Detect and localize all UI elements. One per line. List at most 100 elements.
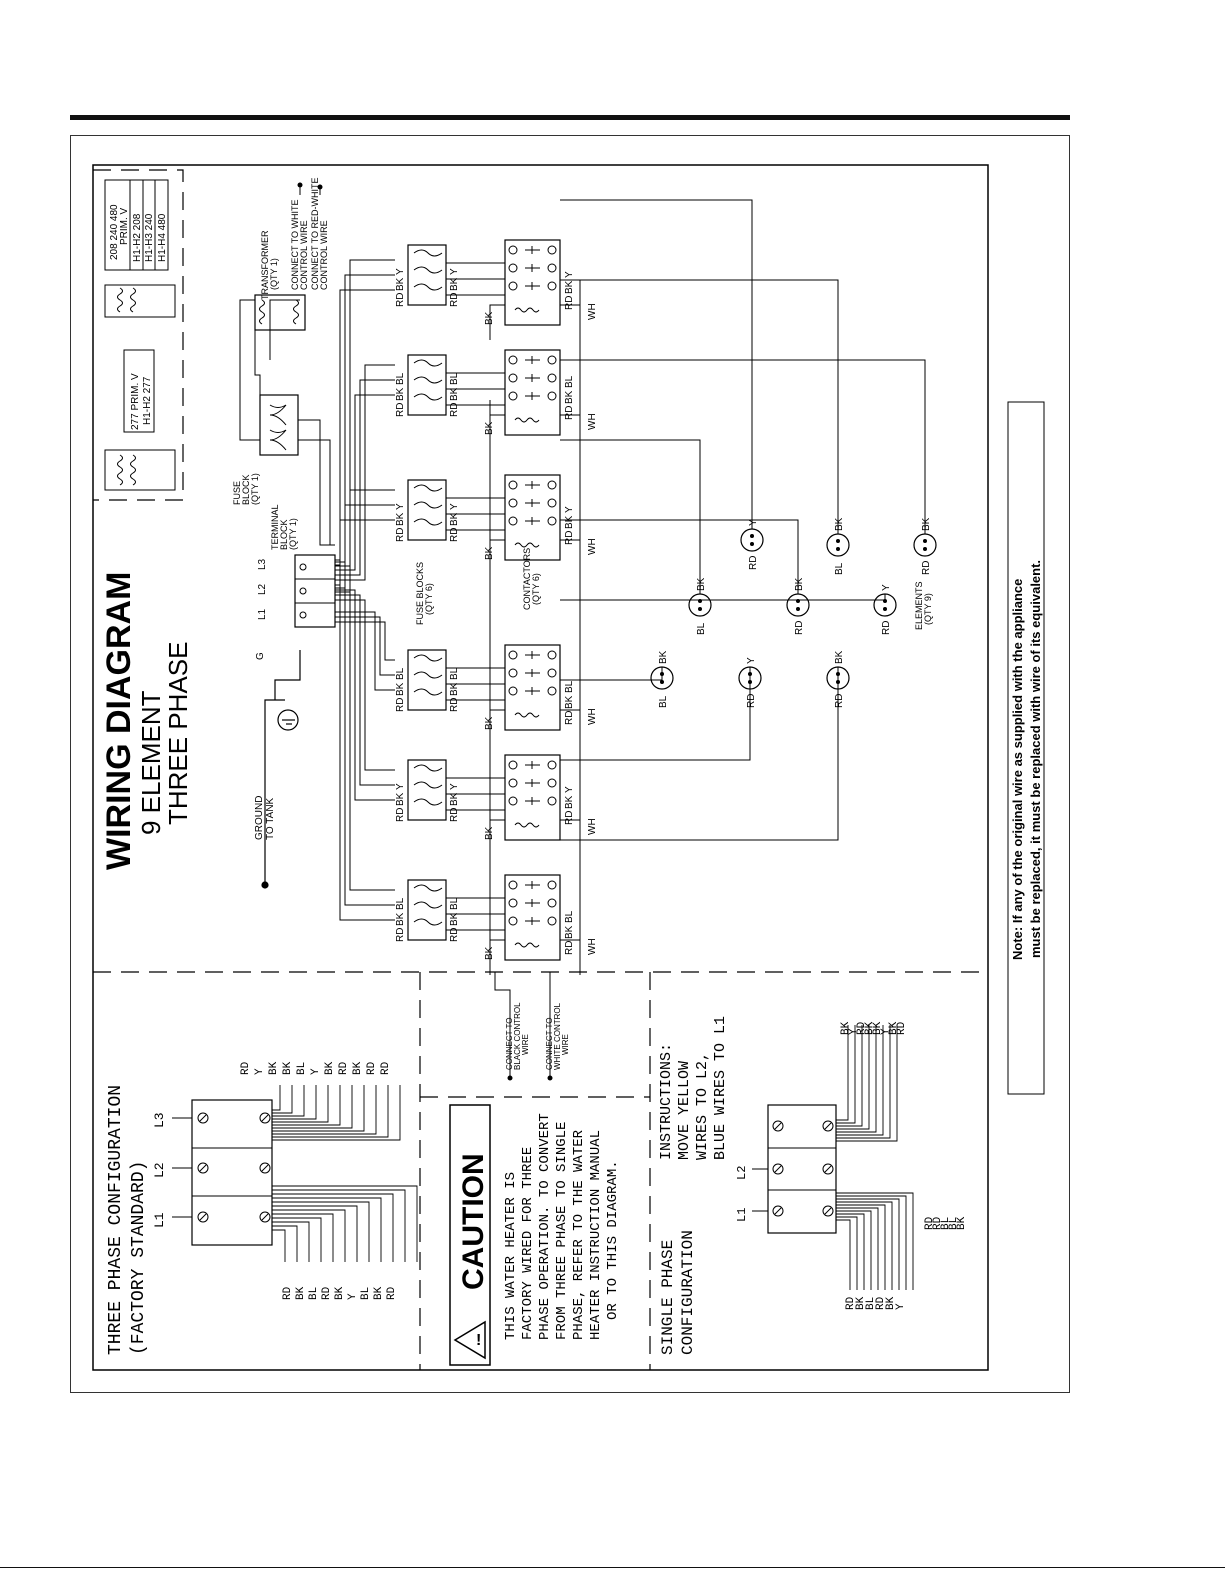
single-phase-wire-label: RD xyxy=(845,1296,857,1310)
control-terminals: CONNECT TO BLACK CONTROL WIRE CONNECT TO… xyxy=(494,972,570,1081)
three-phase-wire-label: BL xyxy=(360,1287,372,1300)
contactor-out-label: BK xyxy=(564,695,575,709)
title-main: WIRING DIAGRAM xyxy=(100,572,138,870)
terminal-l1: L1 xyxy=(257,608,268,620)
three-phase-wire-label: RD xyxy=(380,1061,392,1075)
fuse-out-label: Y xyxy=(449,503,460,510)
single-phase-wire-label: BL xyxy=(948,1217,960,1230)
ground-label-2: TO TANK xyxy=(265,797,276,840)
fuse-in-label: BK xyxy=(395,792,406,806)
single-phase-instruction: INSTRUCTIONS: xyxy=(658,1043,675,1160)
contactor-out-label: BK xyxy=(564,515,575,529)
contactor-out-label: BL xyxy=(564,910,575,923)
three-phase-wire-label: BK xyxy=(373,1286,385,1300)
single-phase-wire-label: RD xyxy=(896,1021,908,1035)
single-phase-wire-label: RD xyxy=(856,1021,868,1035)
contactor-wh-label: WH xyxy=(587,538,598,555)
contactor-out-label: BK xyxy=(564,390,575,404)
fuse-in-label: RD xyxy=(395,293,406,307)
three-phase-wire-label: BK xyxy=(268,1061,280,1075)
prim277-line1: 277 PRIM. V xyxy=(130,373,141,430)
single-phase-l1: L1 xyxy=(735,1208,749,1222)
contactor-out-label: RD xyxy=(564,406,575,420)
element-wire-b: Y xyxy=(746,657,757,664)
prim277-line2: H1-H2 277 xyxy=(142,376,153,425)
single-phase-wire-label: RD xyxy=(875,1296,887,1310)
fuse-out-label: BL xyxy=(449,667,460,680)
fuse-in-label: BL xyxy=(395,897,406,910)
contactor-wh-label: WH xyxy=(587,818,598,835)
fuse-in-label: Y xyxy=(395,268,406,275)
elements-label-2: (QTY 9) xyxy=(923,593,933,625)
transformer-white-2: CONTROL WIRE xyxy=(299,220,309,290)
control-white-1: CONNECT TO xyxy=(545,1018,554,1070)
fuse-out-label: BK xyxy=(449,277,460,291)
single-phase-instruction: BLUE WIRES TO L1 xyxy=(712,1016,729,1160)
element-wire-a: RD xyxy=(834,694,845,708)
fuse-in-label: RD xyxy=(395,528,406,542)
single-phase-wire-label: BK xyxy=(888,1021,900,1035)
single-phase-wire-label: Y xyxy=(848,1028,860,1035)
section-dividers xyxy=(93,169,988,1370)
single-phase-wire-label: RD xyxy=(924,1216,936,1230)
elements-label-1: ELEMENTS xyxy=(914,581,924,630)
element-wire-b: BK xyxy=(834,517,845,531)
fuse-blocks-label-2: (QTY 6) xyxy=(424,583,434,615)
single-phase-wire-label: BL xyxy=(865,1297,877,1310)
fuse-out-label: BK xyxy=(449,682,460,696)
fuse-out-label: RD xyxy=(449,698,460,712)
fuse-out-label: RD xyxy=(449,808,460,822)
fuse-block-label-2: BLOCK xyxy=(241,474,251,505)
fuse-blocks-label-1: FUSE BLOCKS xyxy=(415,562,425,625)
contactor-out-label: RD xyxy=(564,811,575,825)
three-phase-wire-label: BL xyxy=(296,1062,308,1075)
single-phase-wire-label: BK xyxy=(855,1296,867,1310)
contactor-wh-label: WH xyxy=(587,708,598,725)
ground-label-1: GROUND xyxy=(254,796,265,840)
terminal-l3: L3 xyxy=(257,558,268,570)
caution-exclamation-icon: ! xyxy=(476,1332,481,1349)
three-phase-wire-label: RD xyxy=(366,1061,378,1075)
transformer-label-2: (QTY 1) xyxy=(269,258,279,290)
single-phase-config: SINGLE PHASE CONFIGURATION INSTRUCTIONS:… xyxy=(658,1016,968,1355)
fuse-in-label: BK xyxy=(395,912,406,926)
element-wire-a: RD xyxy=(881,621,892,635)
note-line-1: Note: If any of the original wire as sup… xyxy=(1010,579,1025,960)
fuse-in-label: Y xyxy=(395,503,406,510)
control-white-2: WHITE CONTROL xyxy=(553,1002,562,1070)
control-white-3: WIRE xyxy=(561,1034,570,1055)
three-phase-title-1: THREE PHASE CONFIGURATION xyxy=(106,1085,126,1355)
element-wire-a: RD xyxy=(748,556,759,570)
note-box: Note: If any of the original wire as sup… xyxy=(1007,401,1045,1095)
single-phase-wire-label: Y xyxy=(880,1028,892,1035)
caution-heading: CAUTION xyxy=(457,1153,490,1290)
three-phase-l3: L3 xyxy=(152,1112,167,1128)
single-phase-wire-label: BK xyxy=(956,1216,968,1230)
diagram-frame xyxy=(70,135,1070,1393)
contactors-label-2: (QTY 6) xyxy=(531,573,541,605)
contactor-out-label: RD xyxy=(564,296,575,310)
prim-table-240: H1-H3 240 xyxy=(144,213,155,262)
three-phase-wire-label: Y xyxy=(347,1293,359,1300)
single-phase-instruction: WIRES TO L2, xyxy=(694,1052,711,1160)
element-wire-a: RD xyxy=(794,621,805,635)
header-rule xyxy=(70,115,1070,120)
contactor-out-label: BK xyxy=(564,280,575,294)
fuse-in-label: BK xyxy=(395,512,406,526)
single-phase-wire-label: Y xyxy=(895,1303,907,1310)
transformer-label-1: TRANSFORMER xyxy=(260,230,270,300)
footer-rule xyxy=(0,1567,1225,1568)
fuse-out-label: RD xyxy=(449,293,460,307)
title-phase: THREE PHASE xyxy=(163,642,193,826)
three-phase-l1: L1 xyxy=(152,1212,167,1228)
element-wire-a: BL xyxy=(834,562,845,575)
single-phase-title-1: SINGLE PHASE xyxy=(659,1240,677,1355)
element-wire-a: RD xyxy=(921,561,932,575)
